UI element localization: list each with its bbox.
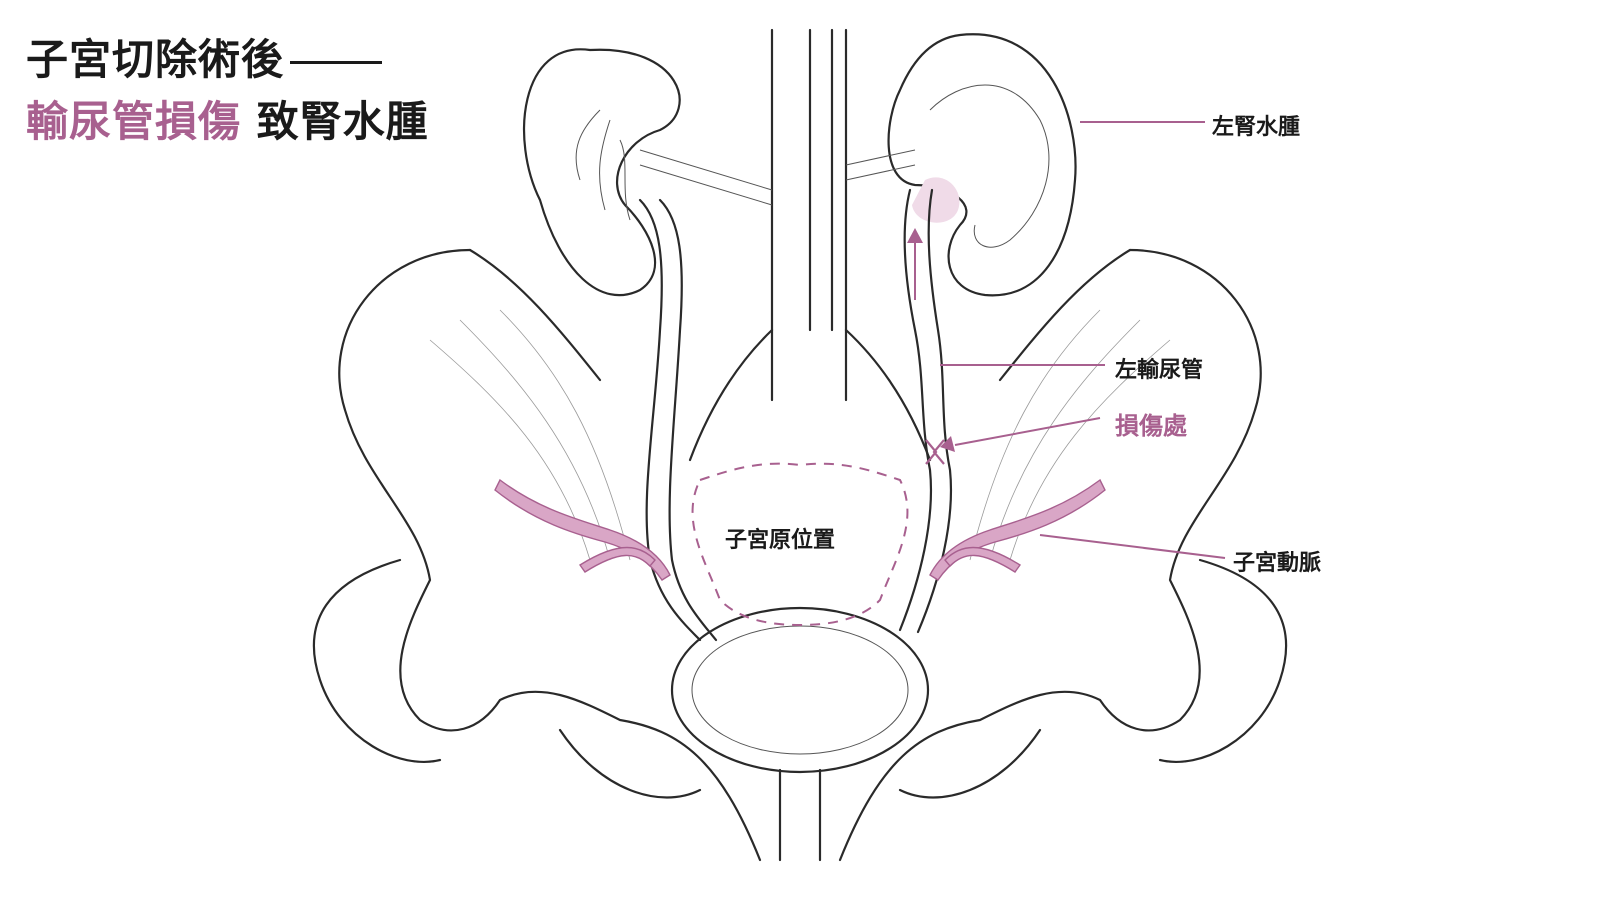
title-line-1: 子宮切除術後 bbox=[26, 26, 383, 87]
label-injury-site: 損傷處 bbox=[1115, 412, 1187, 440]
original-uterus-outline bbox=[691, 462, 909, 627]
label-original-uterus-position: 子宮原位置 bbox=[725, 528, 836, 553]
pelvis bbox=[312, 248, 1288, 862]
label-left-hydronephrosis: 左腎水腫 bbox=[1212, 115, 1301, 140]
title-main: 子宮切除術後 bbox=[26, 35, 285, 84]
left-kidney-hydronephrosis bbox=[845, 33, 1077, 634]
title-rest: 致腎水腫 bbox=[256, 97, 429, 146]
title-line-2: 輸尿管損傷 致腎水腫 bbox=[26, 88, 429, 149]
leader-lines bbox=[940, 121, 1226, 559]
uterine-arteries bbox=[494, 478, 1106, 581]
title-dash bbox=[290, 61, 383, 64]
label-left-ureter: 左輸尿管 bbox=[1115, 358, 1204, 383]
right-kidney bbox=[523, 48, 773, 642]
title-highlight: 輸尿管損傷 bbox=[26, 97, 242, 146]
label-uterine-artery: 子宮動脈 bbox=[1233, 551, 1322, 576]
bladder bbox=[670, 606, 930, 774]
great-vessels bbox=[688, 28, 932, 462]
